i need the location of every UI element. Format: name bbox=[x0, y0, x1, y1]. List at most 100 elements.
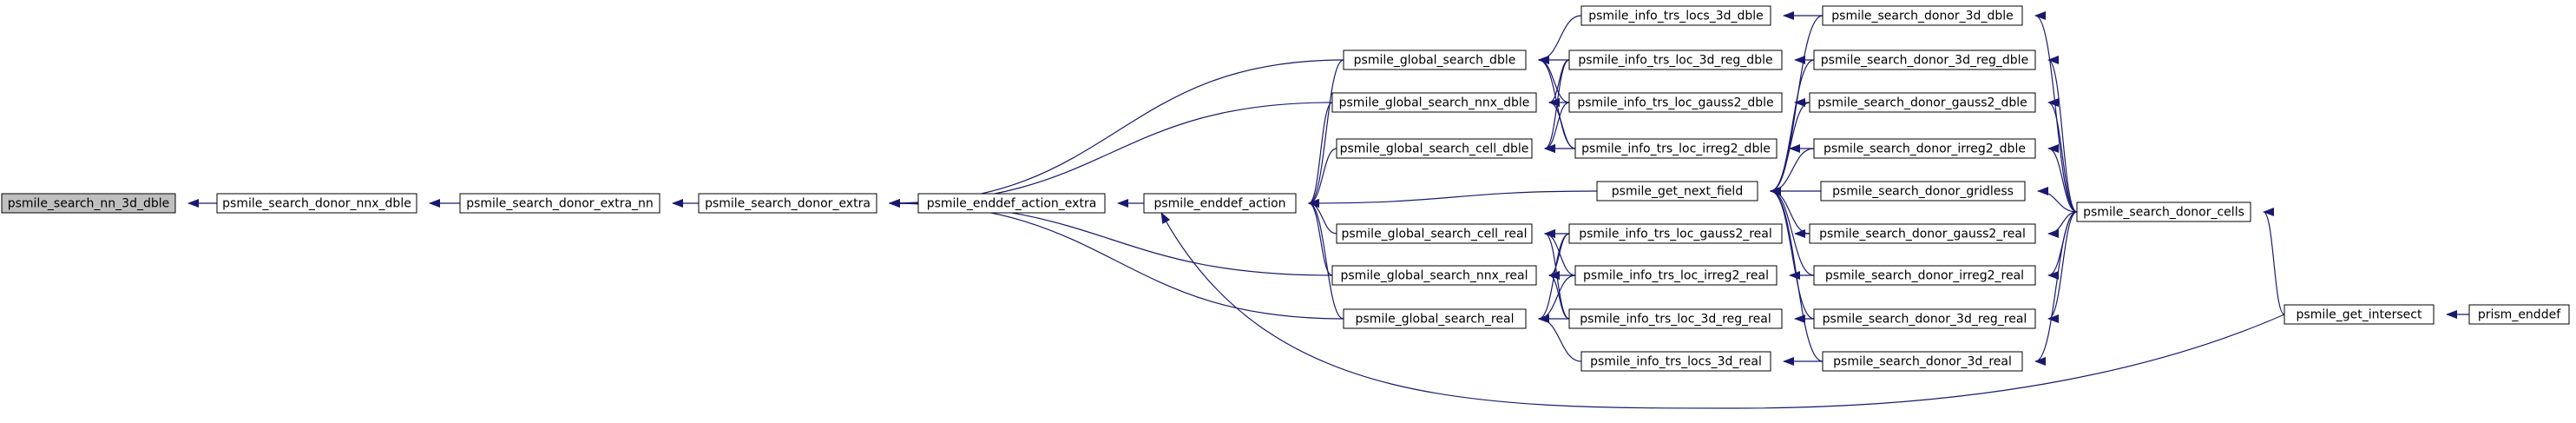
node-trs_locs_3d_dble[interactable]: psmile_info_trs_locs_3d_dble bbox=[1580, 5, 1771, 26]
node-label: psmile_global_search_dble bbox=[1354, 54, 1516, 68]
node-label: psmile_global_search_nnx_dble bbox=[1339, 96, 1530, 110]
node-sd_3d_reg_dble[interactable]: psmile_search_donor_3d_reg_dble bbox=[1813, 50, 2036, 70]
node-label: psmile_info_trs_locs_3d_real bbox=[1590, 355, 1762, 369]
node-donor_extra[interactable]: psmile_search_donor_extra bbox=[698, 193, 877, 214]
node-box bbox=[1809, 223, 2036, 244]
node-sd_irreg2_dble[interactable]: psmile_search_donor_irreg2_dble bbox=[1813, 138, 2036, 159]
node-box bbox=[1574, 265, 1778, 286]
node-label: psmile_enddef_action bbox=[1153, 197, 1285, 211]
node-sd_irreg2_real[interactable]: psmile_search_donor_irreg2_real bbox=[1813, 265, 2036, 286]
edge-donor_extra-to-gs_nnx_dble bbox=[889, 102, 1333, 208]
node-label: psmile_search_donor_extra bbox=[705, 197, 871, 211]
node-label: psmile_info_trs_loc_3d_reg_real bbox=[1580, 313, 1771, 327]
edge-gs_real-to-trs_locs_3d_real bbox=[1538, 314, 1582, 362]
node-label: psmile_global_search_real bbox=[1356, 313, 1515, 327]
node-box bbox=[1331, 92, 1537, 113]
node-box bbox=[1143, 193, 1297, 214]
node-box bbox=[1574, 138, 1778, 159]
node-enddef_action[interactable]: psmile_enddef_action bbox=[1143, 193, 1297, 214]
node-sd_gridless[interactable]: psmile_search_donor_gridless bbox=[1820, 181, 2026, 202]
node-label: psmile_search_donor_3d_real bbox=[1833, 355, 2012, 369]
node-label: psmile_search_donor_nnx_dble bbox=[222, 197, 411, 211]
node-box bbox=[1568, 50, 1783, 70]
node-box bbox=[1568, 223, 1783, 244]
node-gs_nnx_dble[interactable]: psmile_global_search_nnx_dble bbox=[1331, 92, 1537, 113]
node-box bbox=[1822, 351, 2023, 372]
node-box bbox=[1809, 92, 2036, 113]
node-box bbox=[1813, 138, 2036, 159]
edge-donor_extra-to-gs_dble bbox=[889, 59, 1344, 208]
edge-get_next_field-to-sd_3d_real bbox=[1770, 187, 1824, 362]
node-donor_nnx[interactable]: psmile_search_donor_nnx_dble bbox=[216, 193, 417, 214]
node-sd_gauss2_dble[interactable]: psmile_search_donor_gauss2_dble bbox=[1809, 92, 2036, 113]
node-label: psmile_info_trs_loc_irreg2_dble bbox=[1581, 142, 1771, 156]
edge-sd_gridless-to-sd_cells bbox=[2037, 187, 2078, 213]
node-gs_cell_real[interactable]: psmile_global_search_cell_real bbox=[1336, 223, 1533, 244]
node-prism_enddef[interactable]: prism_enddef bbox=[2468, 304, 2570, 325]
node-box bbox=[1580, 351, 1771, 372]
node-sd_3d_real[interactable]: psmile_search_donor_3d_real bbox=[1822, 351, 2023, 372]
node-trs_loc_irreg2_real[interactable]: psmile_info_trs_loc_irreg2_real bbox=[1574, 265, 1778, 286]
node-sd_3d_reg_real[interactable]: psmile_search_donor_3d_reg_real bbox=[1813, 308, 2036, 329]
edge-sd_3d_real-to-sd_cells bbox=[2034, 211, 2078, 366]
node-box bbox=[1331, 265, 1537, 286]
node-box bbox=[1336, 138, 1533, 159]
node-box bbox=[1813, 265, 2036, 286]
node-gs_cell_dble[interactable]: psmile_global_search_cell_dble bbox=[1336, 138, 1533, 159]
node-label: prism_enddef bbox=[2478, 308, 2561, 322]
node-box bbox=[2468, 304, 2570, 325]
edge-enddef_action-to-gs_dble bbox=[1308, 59, 1344, 208]
node-box bbox=[1813, 50, 2036, 70]
node-label: psmile_info_trs_locs_3d_dble bbox=[1588, 10, 1764, 23]
node-label: psmile_search_nn_3d_dble bbox=[8, 197, 170, 211]
node-gs_real[interactable]: psmile_global_search_real bbox=[1343, 308, 1527, 329]
node-box bbox=[2284, 304, 2435, 325]
edge-gs_nnx_dble-to-trs_loc_irreg2_dble bbox=[1548, 98, 1576, 149]
node-trs_locs_3d_real[interactable]: psmile_info_trs_locs_3d_real bbox=[1580, 351, 1771, 372]
edge-donor_extra-to-gs_nnx_real bbox=[889, 199, 1333, 276]
node-enddef_action_extra[interactable]: psmile_enddef_action_extra bbox=[917, 193, 1106, 214]
node-label: psmile_search_donor_3d_dble bbox=[1831, 10, 2013, 23]
node-label: psmile_search_donor_gridless bbox=[1832, 185, 2014, 199]
node-get_next_field[interactable]: psmile_get_next_field bbox=[1596, 181, 1758, 202]
edge-donor_extra-to-gs_real bbox=[889, 199, 1344, 320]
node-box bbox=[1, 193, 176, 214]
edge-get_next_field-to-sd_3d_reg_dble bbox=[1770, 59, 1815, 195]
node-trs_loc_3d_reg_real[interactable]: psmile_info_trs_loc_3d_reg_real bbox=[1568, 308, 1783, 329]
node-trs_loc_gauss2_real[interactable]: psmile_info_trs_loc_gauss2_real bbox=[1568, 223, 1783, 244]
node-box bbox=[459, 193, 660, 214]
edge-gs_real-to-trs_loc_gauss2_real bbox=[1538, 233, 1570, 323]
node-extra_nn[interactable]: psmile_search_donor_extra_nn bbox=[459, 193, 660, 214]
node-label: psmile_global_search_cell_real bbox=[1341, 228, 1527, 241]
node-sd_cells[interactable]: psmile_search_donor_cells bbox=[2076, 202, 2251, 222]
node-nn3d[interactable]: psmile_search_nn_3d_dble bbox=[1, 193, 176, 214]
node-box bbox=[1336, 223, 1533, 244]
node-label: psmile_enddef_action_extra bbox=[927, 197, 1097, 211]
node-sd_gauss2_real[interactable]: psmile_search_donor_gauss2_real bbox=[1809, 223, 2036, 244]
edge-sd_cells-to-get_intersect bbox=[2263, 208, 2285, 315]
node-label: psmile_global_search_nnx_real bbox=[1341, 269, 1528, 283]
node-label: psmile_search_donor_gauss2_dble bbox=[1817, 96, 2027, 110]
node-box bbox=[1568, 92, 1783, 113]
node-label: psmile_search_donor_irreg2_dble bbox=[1824, 142, 2026, 156]
node-trs_loc_irreg2_dble[interactable]: psmile_info_trs_loc_irreg2_dble bbox=[1574, 138, 1778, 159]
node-label: psmile_get_next_field bbox=[1612, 185, 1743, 199]
node-box bbox=[1343, 50, 1527, 70]
node-box bbox=[1580, 5, 1771, 26]
node-box bbox=[1820, 181, 2026, 202]
node-sd_3d_dble[interactable]: psmile_search_donor_3d_dble bbox=[1822, 5, 2023, 26]
node-get_intersect[interactable]: psmile_get_intersect bbox=[2284, 304, 2435, 325]
node-gs_dble[interactable]: psmile_global_search_dble bbox=[1343, 50, 1527, 70]
node-trs_loc_3d_reg_dble[interactable]: psmile_info_trs_loc_3d_reg_dble bbox=[1568, 50, 1783, 70]
node-trs_loc_gauss2_dble[interactable]: psmile_info_trs_loc_gauss2_dble bbox=[1568, 92, 1783, 113]
node-label: psmile_info_trs_loc_gauss2_dble bbox=[1577, 96, 1773, 110]
edge-enddef_action-to-get_next_field bbox=[1308, 190, 1598, 208]
edge-sd_3d_reg_dble-to-sd_cells bbox=[2047, 56, 2078, 213]
node-gs_nnx_real[interactable]: psmile_global_search_nnx_real bbox=[1331, 265, 1537, 286]
node-box bbox=[698, 193, 877, 214]
node-label: psmile_search_donor_3d_reg_real bbox=[1823, 313, 2027, 327]
node-label: psmile_info_trs_loc_gauss2_real bbox=[1579, 228, 1772, 241]
node-box bbox=[216, 193, 417, 214]
nodes-layer: psmile_search_nn_3d_dble psmile_search_do… bbox=[1, 5, 2570, 372]
edge-sd_3d_dble-to-sd_cells bbox=[2034, 11, 2078, 213]
